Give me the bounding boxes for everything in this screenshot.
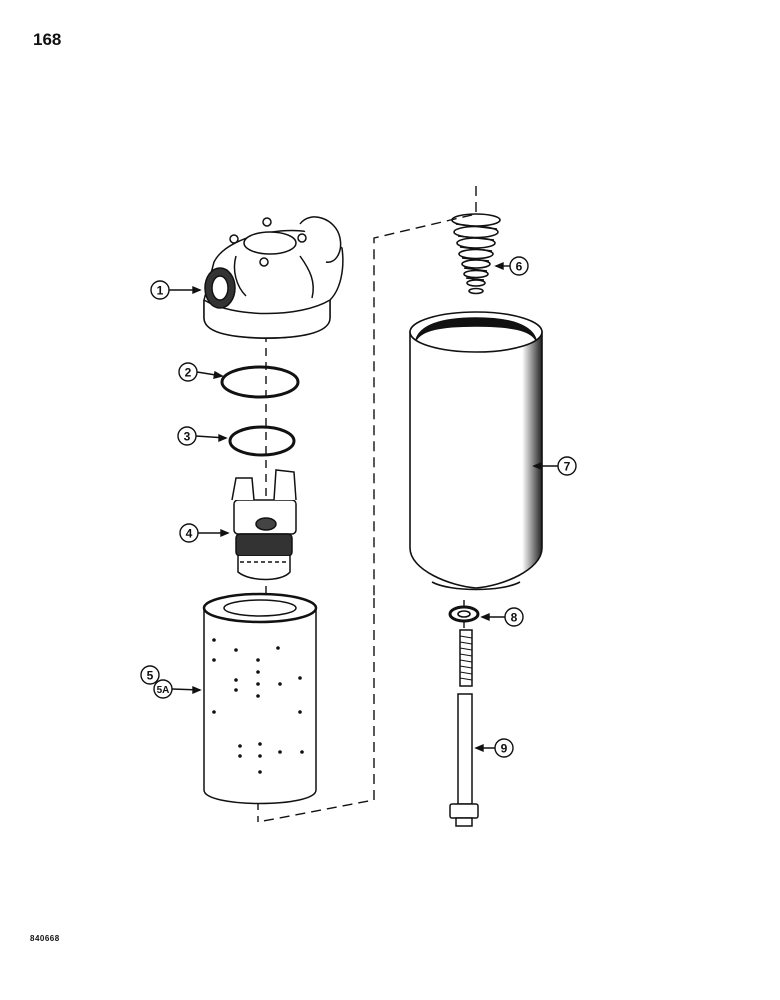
callout-5a-label: 5A xyxy=(157,685,170,696)
callout-2-label: 2 xyxy=(185,366,192,380)
bolt xyxy=(449,629,479,827)
callout-9: 9 xyxy=(474,738,514,758)
drawing-code: 840668 xyxy=(30,934,60,943)
callout-1-label: 1 xyxy=(157,284,164,298)
callout-5a: 5A xyxy=(153,679,202,699)
filter-element xyxy=(202,592,318,805)
filter-head xyxy=(203,216,344,339)
callout-3-label: 3 xyxy=(184,430,191,444)
callout-6-label: 6 xyxy=(516,260,523,274)
callout-4-label: 4 xyxy=(186,527,193,541)
page-number: 168 xyxy=(33,30,62,49)
callout-5: 5 xyxy=(140,665,160,685)
callout-7: 7 xyxy=(532,456,577,476)
washer xyxy=(448,605,480,623)
callout-8-label: 8 xyxy=(511,611,518,625)
o-ring-large xyxy=(220,365,300,399)
callout-4: 4 xyxy=(179,523,230,543)
callout-2: 2 xyxy=(178,362,224,382)
relief-valve xyxy=(231,469,297,581)
callout-3: 3 xyxy=(177,426,228,446)
o-ring-small xyxy=(228,425,296,457)
spring xyxy=(451,213,501,295)
callout-6: 6 xyxy=(494,256,529,276)
callout-8: 8 xyxy=(480,607,524,627)
callout-9-label: 9 xyxy=(501,742,508,756)
filter-canister xyxy=(409,311,543,591)
callout-7-label: 7 xyxy=(564,460,571,474)
callout-5-label: 5 xyxy=(147,669,154,683)
callout-1: 1 xyxy=(150,280,202,300)
